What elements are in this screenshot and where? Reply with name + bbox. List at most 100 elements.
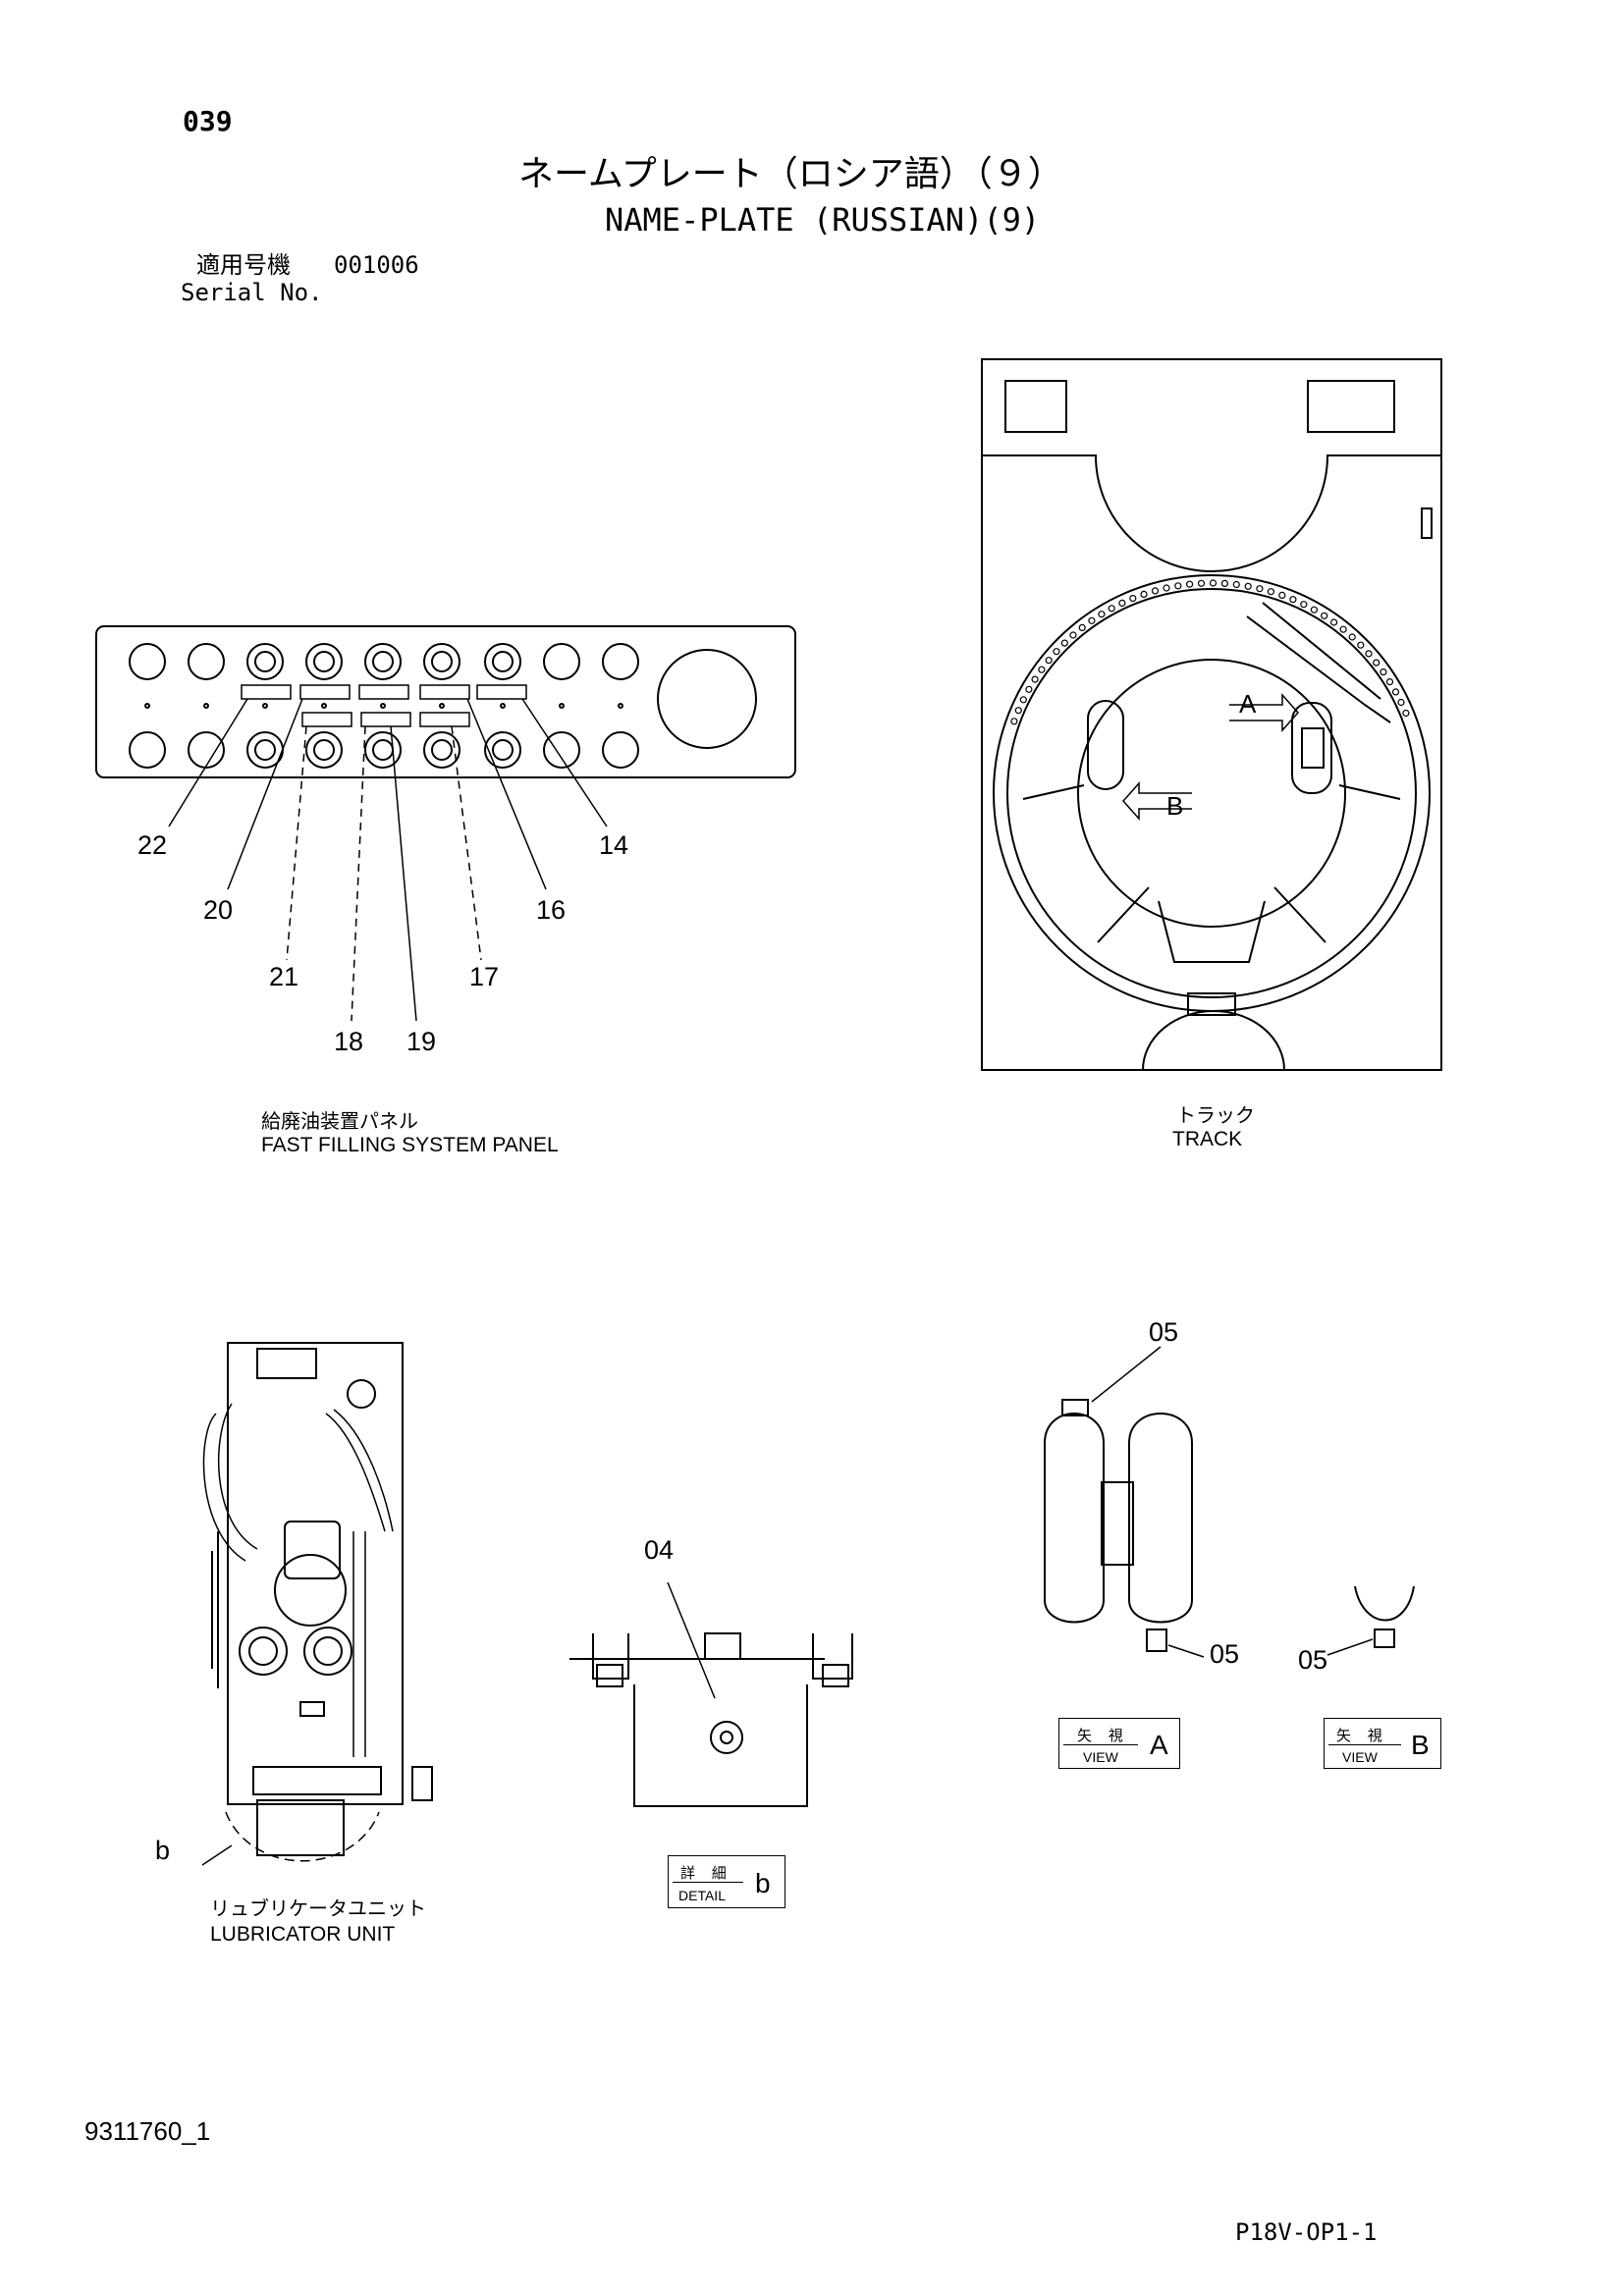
- callout-05-bottom: 05: [1210, 1639, 1240, 1669]
- track-bolt-hole: [1256, 585, 1264, 593]
- detail-label-jp: 詳 細: [680, 1864, 732, 1882]
- track-bolt-hole: [1014, 707, 1022, 715]
- track-bolt-hole: [1267, 588, 1275, 596]
- track-bolt-hole: [1209, 579, 1218, 587]
- track-bolt-hole: [1031, 675, 1039, 683]
- track-bolt-hole: [1397, 698, 1405, 707]
- track-bolt-hole: [1357, 641, 1365, 649]
- view-a-label-box: 矢 視 VIEW A: [1058, 1718, 1180, 1769]
- panel-port: [543, 643, 580, 680]
- fast-filling-panel: [95, 625, 796, 1022]
- detail-marker-b: b: [155, 1836, 171, 1865]
- page-code: P18V-OP1-1: [1235, 2218, 1378, 2246]
- view-a-label-en: VIEW: [1083, 1749, 1118, 1765]
- panel-dot: [500, 703, 506, 709]
- track-bolt-hole: [1385, 677, 1394, 686]
- track-bolt-hole: [1402, 709, 1410, 718]
- track-bolt-hole: [1278, 591, 1286, 600]
- track-bolt-hole: [1321, 612, 1328, 619]
- plate-18: [358, 684, 409, 700]
- view-b-label-jp: 矢 視: [1336, 1727, 1388, 1744]
- panel-dot: [262, 703, 268, 709]
- track-bolt-hole: [1289, 596, 1297, 604]
- track-bolt-hole: [1373, 659, 1380, 667]
- panel-port-inner: [431, 651, 453, 672]
- track-bolt-hole: [1365, 650, 1373, 658]
- panel-port: [129, 643, 166, 680]
- panel-port: [543, 731, 580, 769]
- panel-port: [188, 643, 225, 680]
- track-bolt-hole: [1348, 633, 1356, 641]
- serial-label-en: Serial No.: [181, 279, 323, 306]
- track-bolt-hole: [1174, 582, 1182, 590]
- page-title-en: NAME-PLATE (RUSSIAN)(9): [605, 201, 1041, 239]
- callout-05-view-b: 05: [1298, 1645, 1328, 1675]
- detail-label-en: DETAIL: [678, 1888, 726, 1903]
- panel-port: [484, 643, 521, 680]
- track-bolt-hole: [1163, 584, 1170, 592]
- panel-port: [246, 643, 284, 680]
- callout-16: 16: [536, 895, 567, 925]
- track-bolt-hole: [1232, 580, 1240, 589]
- callout-17: 17: [469, 962, 500, 991]
- track-view-b-letter: B: [1166, 791, 1184, 821]
- panel-port: [423, 731, 460, 769]
- track-bolt-hole: [1140, 590, 1148, 599]
- track-bolt-hole: [1045, 657, 1053, 665]
- view-a-label-jp: 矢 視: [1077, 1727, 1129, 1744]
- serial-label-jp: 適用号機: [196, 251, 291, 279]
- callout-18: 18: [334, 1027, 364, 1056]
- panel-port: [188, 731, 225, 769]
- panel-dot: [321, 703, 327, 709]
- panel-port: [364, 643, 402, 680]
- panel-large-port: [657, 649, 757, 749]
- panel-port-inner: [313, 651, 335, 672]
- panel-port: [305, 643, 343, 680]
- lubricator-unit: [201, 1342, 433, 1866]
- track-bolt-hole: [1380, 667, 1387, 676]
- panel-port-inner: [492, 651, 514, 672]
- panel-port-inner: [372, 739, 394, 761]
- panel-dot: [439, 703, 445, 709]
- track-view-a-letter: A: [1239, 689, 1257, 719]
- detail-b-label-box: 詳 細 DETAIL b: [668, 1855, 785, 1908]
- plate-14: [476, 684, 527, 700]
- serial-value: 001006: [334, 251, 419, 279]
- callout-14: 14: [599, 830, 629, 860]
- track-bolt-hole: [1038, 666, 1046, 673]
- plate-17: [419, 712, 470, 727]
- track-bolt-hole: [1197, 579, 1206, 587]
- view-b-drawing: [1326, 1585, 1415, 1656]
- track-bolt-hole: [1010, 718, 1018, 725]
- track-bolt-hole: [1060, 639, 1068, 647]
- panel-caption-en: FAST FILLING SYSTEM PANEL: [261, 1134, 559, 1156]
- view-a-label-letter: A: [1150, 1730, 1168, 1760]
- track-bolt-hole: [1185, 580, 1194, 588]
- track-bolt-hole: [1391, 688, 1400, 696]
- callout-21: 21: [269, 962, 299, 991]
- panel-dot: [559, 703, 565, 709]
- view-a-drawing: [1044, 1346, 1205, 1658]
- track-bolt-hole: [1108, 605, 1115, 613]
- detail-b-drawing: [569, 1581, 853, 1807]
- view-b-label-box: 矢 視 VIEW B: [1324, 1718, 1441, 1769]
- track-bolt-hole: [1019, 696, 1027, 704]
- track-bolt-hole: [1069, 631, 1077, 639]
- plate-16: [419, 684, 470, 700]
- panel-dot: [144, 703, 150, 709]
- panel-dot: [203, 703, 209, 709]
- view-b-label-letter: B: [1411, 1730, 1430, 1760]
- lubricator-caption-jp: リュブリケータユニット: [210, 1896, 426, 1920]
- callout-05-top: 05: [1149, 1317, 1179, 1347]
- track-bolt-hole: [1118, 599, 1126, 608]
- callout-22: 22: [137, 830, 168, 860]
- callout-04: 04: [644, 1535, 675, 1565]
- plate-20: [299, 684, 351, 700]
- callout-19: 19: [406, 1027, 437, 1056]
- view-b-label-en: VIEW: [1342, 1749, 1378, 1765]
- callout-20: 20: [203, 895, 234, 925]
- panel-port-inner: [372, 651, 394, 672]
- panel-port: [602, 731, 639, 769]
- plate-22: [241, 684, 292, 700]
- track-bolt-hole: [1151, 587, 1160, 595]
